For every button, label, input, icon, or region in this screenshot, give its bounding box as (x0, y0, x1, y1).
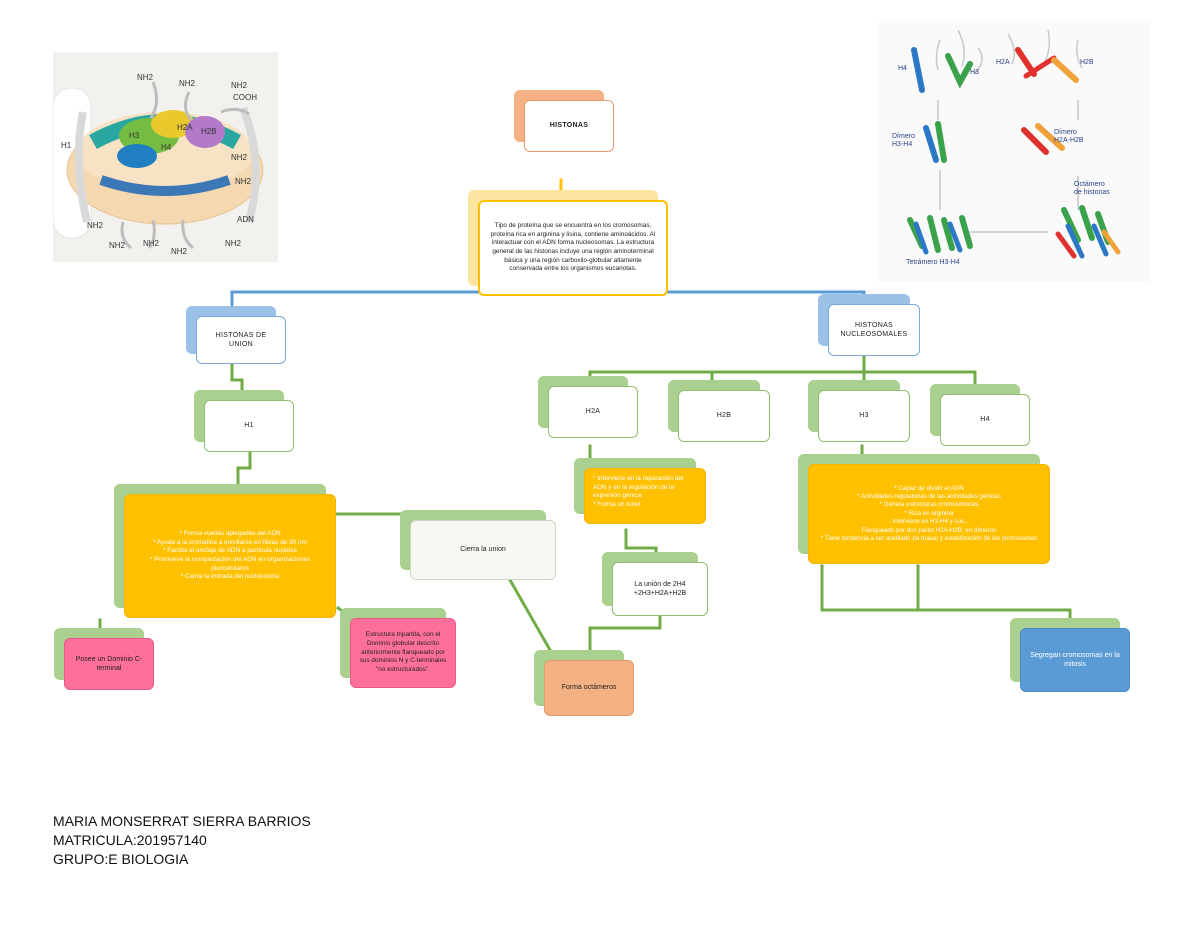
h3-function-item: * Tiene tendencia a ser acetilado (la ma… (820, 534, 1038, 542)
h2a-label: H2A (548, 386, 638, 438)
fig-right-label: H2A (996, 59, 1010, 66)
h3-functions-list: * Capaz de dividir el ADN * Actividades … (808, 464, 1050, 564)
h3-function-item: * Capaz de dividir el ADN (894, 484, 964, 492)
h2a-node: H2A (538, 376, 638, 438)
fig-left-label: NH2 (109, 241, 126, 250)
h1-node: H1 (194, 390, 294, 452)
connector-union-to-octamer (588, 608, 662, 652)
h3-functions-node: * Capaz de dividir el ADN * Actividades … (798, 454, 1050, 564)
h4-node: H4 (930, 384, 1030, 446)
fig-left-label: NH2 (87, 221, 104, 230)
fig-left-label: NH2 (171, 247, 188, 256)
connector-h1-to-functions (236, 450, 252, 492)
definition-node: Tipo de proteína que se encuentra en los… (468, 190, 668, 296)
h2b-node: H2B (668, 380, 770, 442)
h3-node: H3 (808, 380, 910, 442)
fig-left-label: NH2 (231, 153, 248, 162)
fig-left-label: NH2 (137, 73, 154, 82)
definition-text: Tipo de proteína que se encuentra en los… (478, 200, 668, 296)
author-grupo: GRUPO:E BIOLOGIA (53, 851, 189, 867)
segregation-node: Segregan cromosomas en la mitosis (1010, 618, 1130, 692)
author-matricula: MATRICULA:201957140 (53, 832, 207, 848)
h4-label: H4 (940, 394, 1030, 446)
connector-nucleosomal-to-types (588, 354, 977, 388)
fig-right-label: H4 (898, 65, 907, 72)
fig-right-label: Tetrámero H3-H4 (906, 259, 960, 266)
histonas-label: HISTONAS (524, 100, 614, 152)
fig-left-label: NH2 (235, 177, 252, 186)
h2a-text-item: * Forma un tunel (593, 500, 641, 508)
h3-function-item: * Genera estructuras cromosómicas (879, 501, 979, 509)
fig-right-label: H3 (970, 69, 979, 76)
h2a-text-node: * Interviene en la reparación del ADN y … (574, 458, 706, 524)
h1-functions-list: * Forma vueltas aplegadas del ADN * Ayud… (124, 494, 336, 618)
structure-label: Estructura tripartita, con el Dominio gl… (350, 618, 456, 688)
histonas-node: HISTONAS (514, 90, 614, 152)
fig-left-label: NH2 (231, 81, 248, 90)
octamer-label: Forma octámeros (544, 660, 634, 716)
domain-node: Posee un Dominio C-terminal (54, 628, 154, 690)
h1-function-item: * Promueve la compactación del ADN en or… (149, 556, 311, 572)
h3-function-item: * Rica en arginina (904, 509, 954, 517)
nucleosome-figure: H1 NH2 NH2 NH2 COOH H2A H2B H3 H4 NH2 NH… (53, 52, 278, 262)
h1-label: H1 (204, 400, 294, 452)
h2a-text-item: * Interviene en la reparación del ADN y … (593, 475, 684, 500)
h1-function-item: * Cierra la entrada del nucleosoma (180, 573, 280, 581)
author-name: MARIA MONSERRAT SIERRA BARRIOS (53, 813, 311, 829)
fig-right-label: H2B (1080, 59, 1094, 66)
h3-label: H3 (818, 390, 910, 442)
octamer-node: Forma octámeros (534, 650, 634, 716)
fig-left-label: H1 (61, 141, 72, 150)
h2a-text-list: * Interviene en la reparación del ADN y … (584, 468, 706, 524)
fig-left-label: H2A (177, 123, 193, 132)
h3-function-item: Flanqueado por dos pares H2A-H2B, en dím… (861, 526, 997, 534)
h3-function-item: - Interviene en H3-H4 y sus... (888, 518, 970, 526)
structure-node: Estructura tripartita, con el Dominio gl… (340, 608, 456, 688)
fig-left-label: H2B (201, 127, 217, 136)
fig-left-label: H3 (129, 131, 140, 140)
cierra-union-label: Cierra la union (410, 520, 556, 580)
nucleosomal-histones-label: HISTONAS NUCLEOSOMALES (828, 304, 920, 356)
nucleosomal-histones-node: HISTONAS NUCLEOSOMALES (818, 294, 920, 356)
connector-cierra-to-octamer (507, 577, 553, 653)
h2b-label: H2B (678, 390, 770, 442)
h1-function-item: * Facilita el anclaje de ADN a partícula… (163, 547, 297, 555)
fig-left-label: COOH (233, 93, 257, 102)
fig-left-label: NH2 (225, 239, 242, 248)
fig-left-label: H4 (161, 143, 172, 152)
fig-left-label: NH2 (179, 79, 196, 88)
union-histones-label: HISTONAS DE UNION (196, 316, 286, 364)
h3-function-item: * Actividades regulatorias de las activi… (857, 493, 1001, 501)
union-formula-label: La unión de 2H4 +2H3+H2A+H2B (612, 562, 708, 616)
cierra-union-node: Cierra la union (400, 510, 556, 580)
fig-left-label: NH2 (143, 239, 160, 248)
h1-function-item: * Forma vueltas aplegadas del ADN (179, 530, 281, 538)
connector-h3-functions-down (820, 564, 1072, 624)
segregation-label: Segregan cromosomas en la mitosis (1020, 628, 1130, 692)
h1-functions-node: * Forma vueltas aplegadas del ADN * Ayud… (114, 484, 336, 618)
author-credits: MARIA MONSERRAT SIERRA BARRIOS MATRICULA… (53, 812, 311, 869)
h1-function-item: * Ayuda a la cromatina a enrollarse en f… (153, 538, 307, 546)
union-formula-node: La unión de 2H4 +2H3+H2A+H2B (602, 552, 708, 616)
union-histones-node: HISTONAS DE UNION (186, 306, 286, 364)
fig-left-label: ADN (237, 215, 254, 224)
domain-label: Posee un Dominio C-terminal (64, 638, 154, 690)
